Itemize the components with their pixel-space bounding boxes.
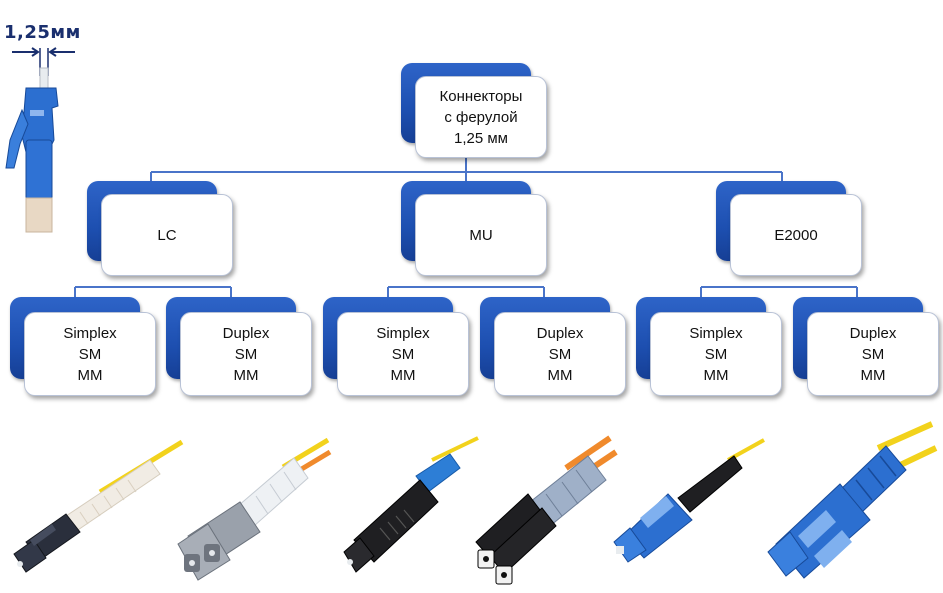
type-node-label: MU (469, 226, 493, 244)
type-node-e2000: E2000 (716, 181, 862, 277)
leaf-node-box: Duplex SM MM (494, 312, 626, 396)
mu-duplex-connector-icon (475, 435, 618, 585)
leaf-node-e2000-simplex: Simplex SM MM (636, 297, 782, 396)
lc-connector-with-ferrule-icon (5, 47, 75, 233)
leaf-node-mu-duplex: Duplex SM MM (480, 297, 626, 396)
type-node-mu-box: MU (415, 194, 547, 276)
leaf-node-box: Simplex SM MM (337, 312, 469, 396)
leaf-node-box: Duplex SM MM (807, 312, 939, 396)
leaf-node-mu-simplex: Simplex SM MM (323, 297, 469, 396)
root-node-label: Коннекторы с ферулой 1,25 мм (439, 87, 523, 147)
e2000-duplex-connector-icon (767, 421, 938, 579)
leaf-node-lc-simplex: Simplex SM MM (10, 297, 156, 396)
ferrule-dimension-annotation: 1,25мм (4, 22, 84, 46)
root-node-box: Коннекторы с ферулой 1,25 мм (415, 76, 547, 158)
type-node-mu: MU (401, 181, 547, 277)
type-node-lc-box: LC (101, 194, 233, 276)
type-node-label: E2000 (774, 226, 818, 244)
leaf-node-lc-duplex: Duplex SM MM (166, 297, 312, 396)
leaf-node-label: Duplex SM MM (536, 324, 584, 384)
type-node-lc: LC (87, 181, 233, 277)
type-node-e2000-box: E2000 (730, 194, 862, 276)
leaf-node-box: Simplex SM MM (650, 312, 782, 396)
leaf-node-label: Duplex SM MM (849, 324, 897, 384)
leaf-node-label: Simplex SM MM (689, 324, 743, 384)
leaf-node-box: Simplex SM MM (24, 312, 156, 396)
leaf-node-box: Duplex SM MM (180, 312, 312, 396)
ferrule-dimension-label: 1,25мм (4, 22, 81, 43)
root-node: Коннекторы с ферулой 1,25 мм (401, 63, 547, 159)
leaf-node-label: Simplex SM MM (63, 324, 117, 384)
leaf-node-label: Duplex SM MM (222, 324, 270, 384)
e2000-simplex-connector-icon (613, 438, 765, 563)
lc-simplex-connector-icon (13, 439, 184, 573)
type-node-label: LC (157, 226, 177, 244)
lc-duplex-connector-icon (177, 437, 332, 581)
leaf-node-label: Simplex SM MM (376, 324, 430, 384)
leaf-node-e2000-duplex: Duplex SM MM (793, 297, 939, 396)
mu-simplex-connector-icon (343, 436, 479, 573)
